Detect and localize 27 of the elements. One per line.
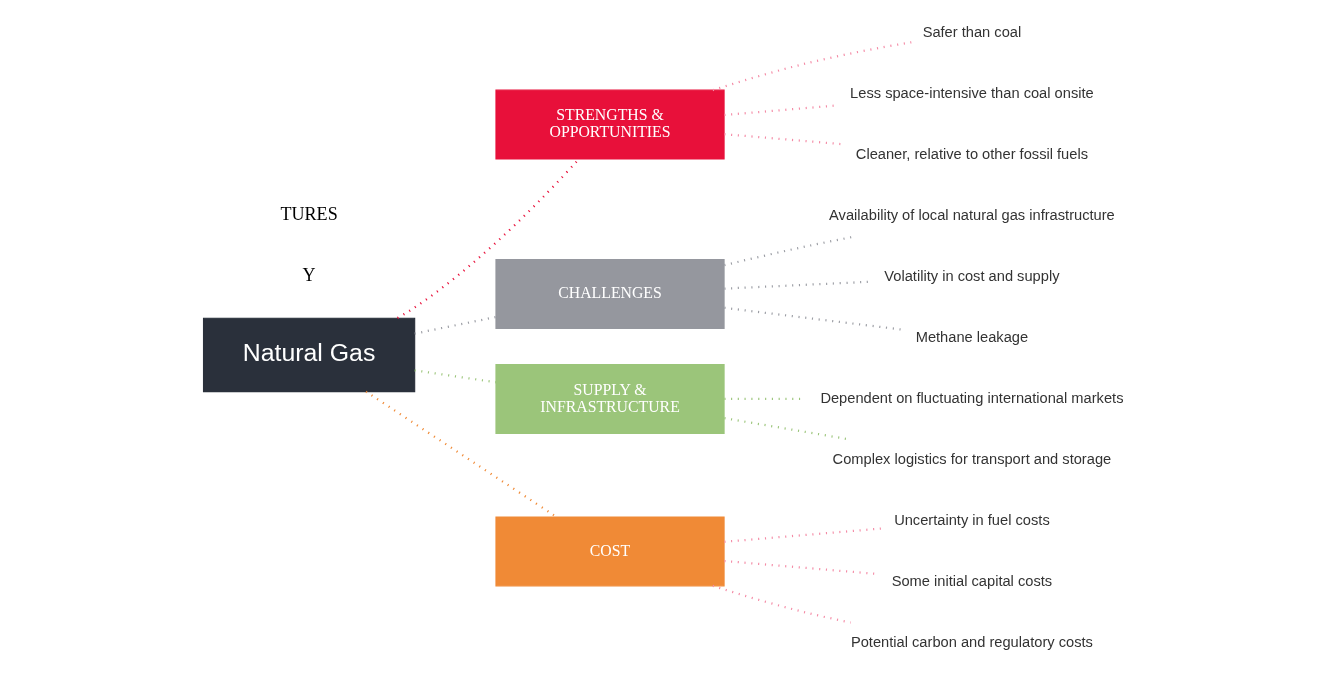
node-box: CHALLENGES <box>495 258 725 329</box>
node-text: Potential carbon and regulatory costs <box>850 633 1093 650</box>
label: Y <box>302 265 316 286</box>
connector <box>724 527 882 543</box>
node-text: Availability of local natural gas infrastructure <box>829 206 1115 223</box>
node-text: Complex logistics for transport and storage <box>832 450 1112 467</box>
node-text: Dependent on fluctuating international markets <box>820 389 1124 406</box>
node-text: Methane leakage <box>915 328 1029 345</box>
node-box: SUPPLY & INFRASTRUCTURE <box>495 363 725 434</box>
node-text: Volatility in cost and supply <box>884 267 1060 284</box>
label: TURES <box>280 204 338 225</box>
connector <box>712 41 912 92</box>
node-text: Less space-intensive than coal onsite <box>850 84 1094 101</box>
connector <box>724 104 836 117</box>
connector <box>396 158 580 319</box>
node-box: STRENGTHS & OPPORTUNITIES <box>495 89 725 160</box>
connector <box>414 315 497 335</box>
node-text: Some initial capital costs <box>891 572 1053 589</box>
node-box: Natural Gas <box>202 317 416 393</box>
node-box: COST <box>495 516 725 587</box>
connector <box>365 390 557 518</box>
connector <box>414 369 496 384</box>
node-text: Uncertainty in fuel costs <box>894 511 1050 528</box>
connector <box>724 133 842 146</box>
node-text: Cleaner, relative to other fossil fuels <box>855 145 1089 162</box>
connector <box>712 584 851 624</box>
node-text: Safer than coal <box>922 23 1022 40</box>
